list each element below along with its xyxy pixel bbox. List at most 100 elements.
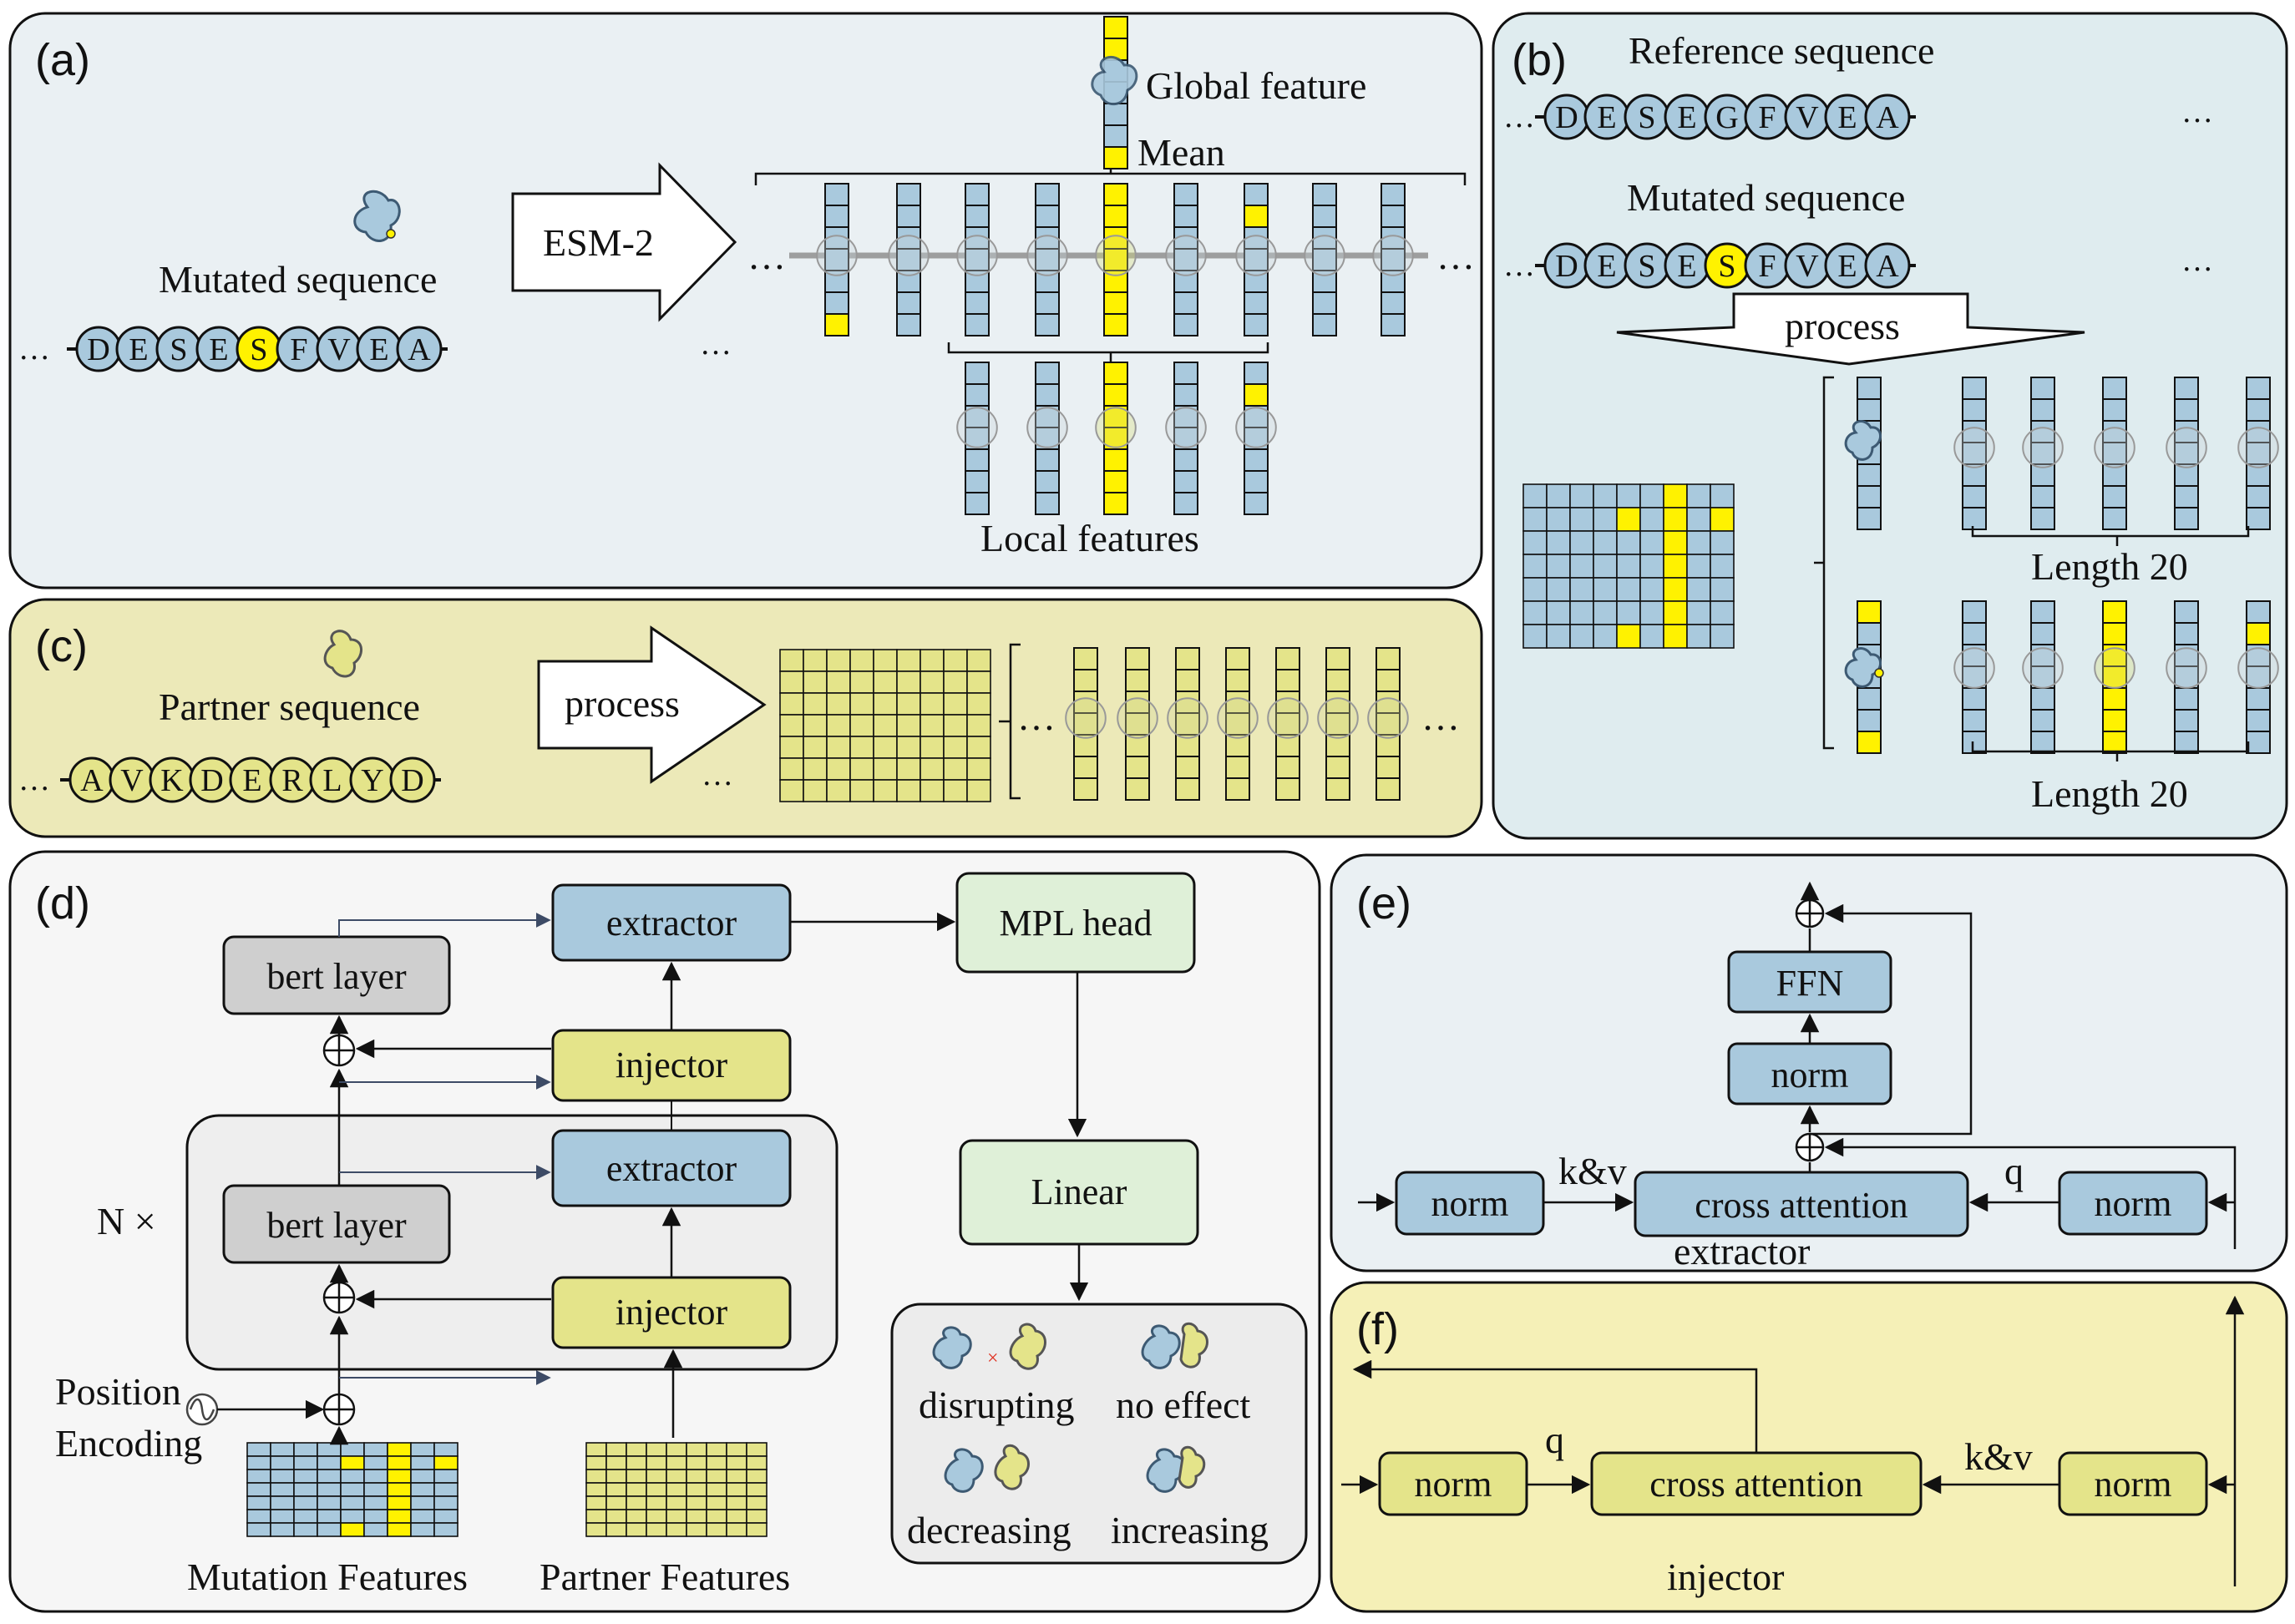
sequence-ellipsis-left: … (1503, 99, 1535, 134)
grid-cell (626, 1522, 647, 1537)
feature-cell (1312, 183, 1337, 206)
norm-label-right-f: norm (2095, 1464, 2172, 1505)
grid-cell (873, 757, 898, 781)
residue-ghost (1953, 427, 1995, 468)
decreasing-partner-icon (994, 1444, 1030, 1490)
grid-cell (966, 649, 991, 672)
residue-letter: S (250, 332, 267, 367)
grid-cell (585, 1482, 607, 1497)
grid-cell (803, 779, 828, 802)
residue-ghost (1065, 697, 1107, 739)
residue-node (396, 326, 443, 372)
feature-cell (1275, 756, 1300, 779)
grid-cell (803, 692, 828, 716)
grid-cell (646, 1509, 667, 1524)
feature-cell (2030, 687, 2055, 711)
grid-cell (605, 1442, 627, 1457)
grid-cell (1593, 600, 1618, 625)
grid-cell (849, 757, 874, 781)
grid-cell (896, 736, 921, 759)
feature-cell (896, 291, 921, 315)
grid-cell (666, 1455, 687, 1470)
panel-f-connectors (1341, 1295, 2245, 1586)
grid-cell (293, 1442, 318, 1457)
residue-letter: V (327, 332, 351, 367)
bert-box-bottom (222, 1184, 451, 1264)
position-encoding-icon (185, 1393, 219, 1426)
grid-cell (1663, 507, 1688, 532)
feature-cell (1244, 383, 1269, 407)
feature-cell (1035, 205, 1060, 228)
outcome-disrupting: × disrupting (919, 1323, 1075, 1426)
residue-letter: D (87, 332, 109, 367)
partner-features-label: Partner Features (540, 1556, 790, 1598)
grid-cell (317, 1482, 342, 1497)
grid-cell (1569, 624, 1594, 649)
feature-cell (1103, 383, 1128, 407)
global-protein-icon (1091, 56, 1138, 105)
plus-node-middle (322, 1281, 356, 1314)
feature-cell (1312, 291, 1337, 315)
grid-cell (779, 736, 804, 759)
ellipsis-c-right: … (1421, 696, 1460, 738)
feature-cell (1225, 777, 1250, 801)
grid-cell (1616, 530, 1641, 555)
grid-cell (943, 714, 968, 737)
feature-cell (2030, 398, 2055, 422)
grid-cell (1686, 483, 1711, 508)
grid-cell (387, 1442, 412, 1457)
feature-cell (824, 248, 849, 271)
residue-ghost (2022, 427, 2064, 468)
grid-cell (246, 1442, 271, 1457)
norm-label-left-f: norm (1415, 1464, 1492, 1505)
feature-cell (1375, 691, 1401, 714)
grid-cell (433, 1522, 458, 1537)
feature-cell (1125, 756, 1150, 779)
sequence-ellipsis-right: … (2181, 243, 2213, 278)
grid-cell (1639, 483, 1664, 508)
feature-cell (1175, 647, 1200, 670)
feature-cell (1103, 448, 1128, 472)
grid-cell (646, 1455, 667, 1470)
residue-node (1864, 242, 1911, 289)
residue-ghost (1026, 407, 1068, 448)
grid-cell (270, 1442, 295, 1457)
grid-cell (340, 1442, 365, 1457)
grid-cell (1616, 600, 1641, 625)
feature-cell (1173, 313, 1198, 336)
feature-column (1235, 362, 1277, 515)
grid-cell (1593, 577, 1618, 602)
feature-cell (1381, 183, 1406, 206)
grid-cell (1522, 507, 1548, 532)
feature-cell (1173, 205, 1198, 228)
feature-column (956, 183, 998, 336)
feature-cell (1312, 313, 1337, 336)
feature-cell (2246, 507, 2271, 530)
grid-cell (410, 1442, 435, 1457)
grid-cell (726, 1495, 747, 1510)
grid-cell (293, 1522, 318, 1537)
grid-cell (1686, 624, 1711, 649)
grid-cell (433, 1482, 458, 1497)
feature-cell (2030, 600, 2055, 624)
feature-cell (1073, 712, 1098, 736)
feature-column (1095, 362, 1137, 515)
outcome-label-no-effect: no effect (1116, 1384, 1251, 1426)
feature-cell (1035, 313, 1060, 336)
panel-a-tag: (a) (35, 35, 90, 85)
feature-column (2094, 377, 2135, 530)
grid-cell (896, 757, 921, 781)
feature-column (1267, 647, 1309, 801)
feature-cell (2030, 709, 2055, 732)
feature-cell (1175, 712, 1200, 736)
extractor-label-top: extractor (606, 903, 737, 944)
panel-e-tag: (e) (1356, 878, 1411, 928)
grid-cell (1546, 507, 1571, 532)
residue-ghost (2022, 647, 2064, 689)
grid-cell (746, 1495, 768, 1510)
ellipsis-c-left: … (1017, 696, 1056, 738)
grid-cell (293, 1469, 318, 1484)
residue-ghost (1367, 697, 1409, 739)
